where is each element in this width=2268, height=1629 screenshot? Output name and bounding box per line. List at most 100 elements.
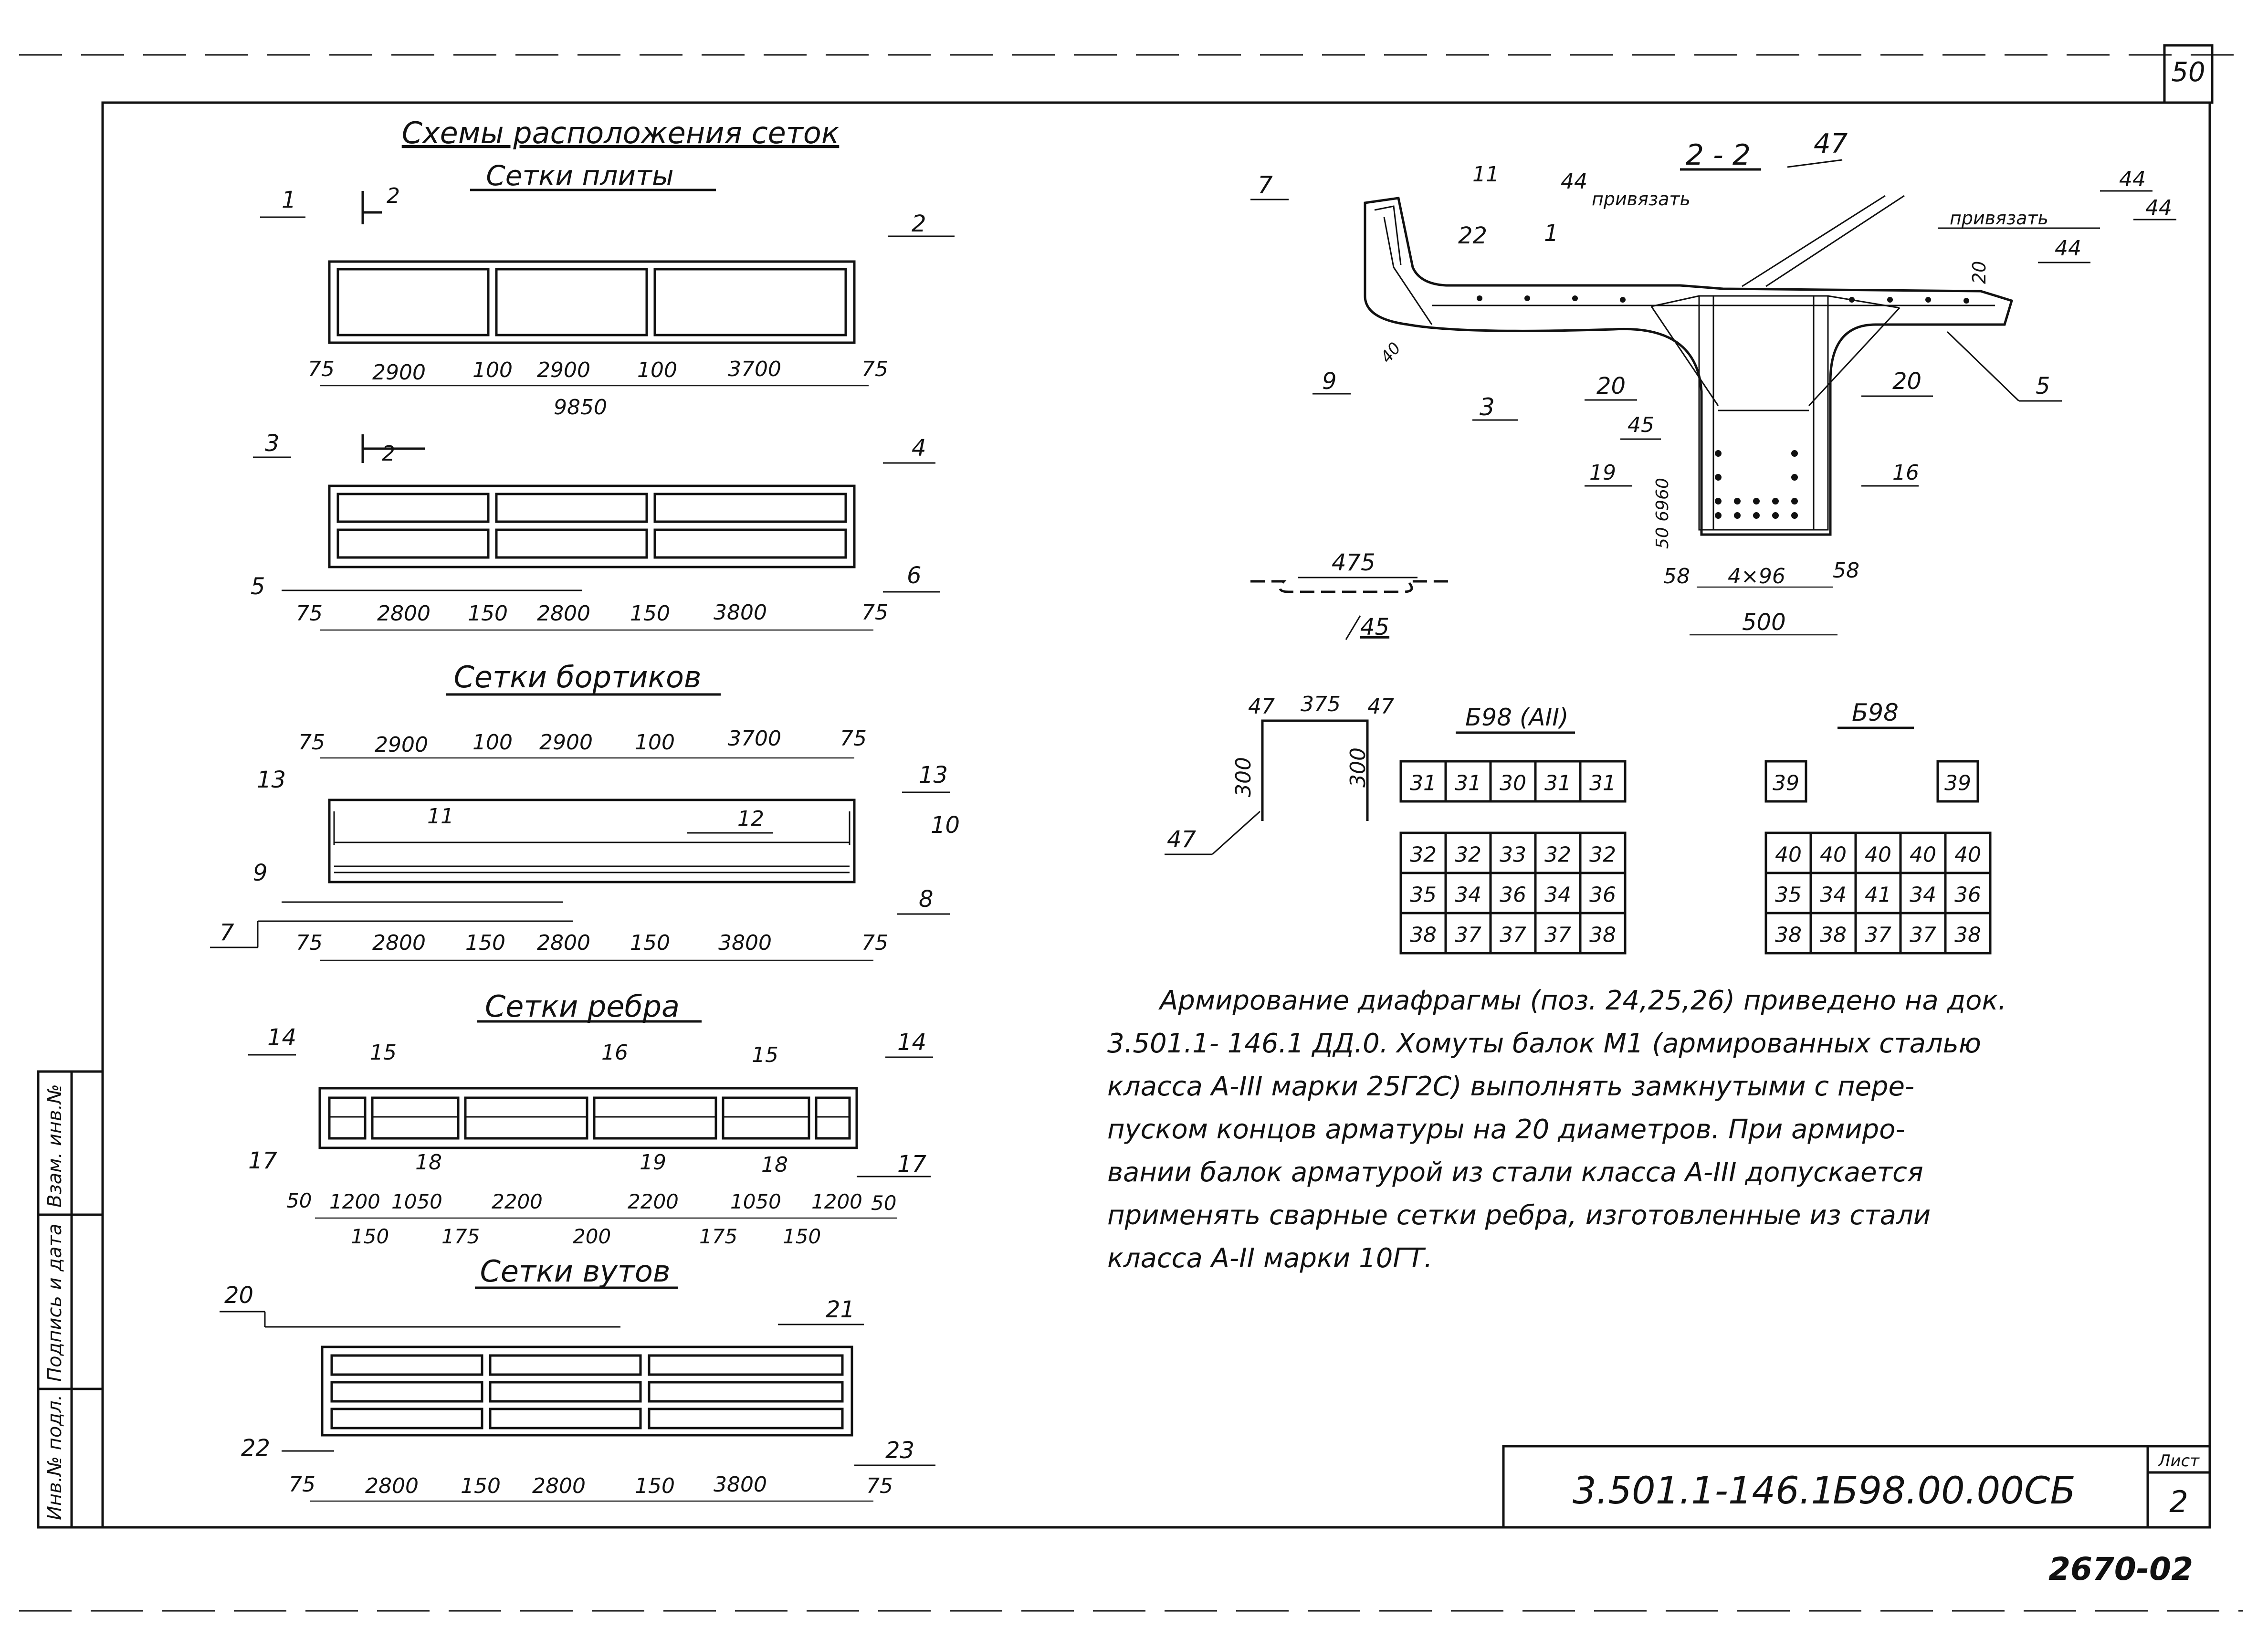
side-label-13a: 13 [257,767,286,793]
slab2-dim-3: 2800 [537,601,590,626]
table-a2-cell: 36 [1589,883,1616,907]
haunch-dim-6: 75 [866,1474,893,1498]
side-bot-dim-3: 2800 [537,931,590,955]
haunch-title: Сетки вутов [480,1254,671,1289]
table-b-top-cell: 39 [1944,771,1971,795]
table-b-cell: 41 [1865,883,1891,907]
table-a2-top-cell: 30 [1500,771,1526,795]
sec-label-16: 16 [1892,461,1919,485]
sec-label-1: 1 [1544,220,1559,247]
sec-label-5: 5 [2036,373,2050,399]
slab-title: Сетки плиты [486,159,673,192]
table-b-cell: 38 [1820,923,1847,947]
slab2-dim-0: 75 [296,601,323,626]
bar47-top: 375 [1301,692,1341,716]
side-top-dim-0: 75 [298,730,325,755]
side-label-11: 11 [427,804,454,829]
rib-label-18b: 18 [761,1153,788,1177]
slab-section-mark-2: 2 [382,441,395,466]
side-mesh-outline [328,799,856,883]
haunch-dim-4: 150 [635,1474,675,1498]
stamp-field-1: Взам. инв.№ [44,1084,66,1208]
slab-label-1: 1 [282,187,296,213]
note-line-1: Армирование диафрагмы (поз. 24,25,26) пр… [1158,985,2006,1016]
bar45-label: 45 [1360,614,1389,641]
haunch-dim-0: 75 [289,1472,315,1497]
rib-top-dim-6: 1200 [811,1190,862,1213]
rib-meshes: Сетки ребра 14 14 15 16 15 17 18 19 18 1… [248,989,933,1248]
slab2-dim-6: 75 [861,600,888,625]
table-b-cell: 36 [1954,883,1981,907]
side-bot-dim-2: 150 [465,931,505,955]
slab1-dim-4: 100 [637,358,677,382]
table-a2-cell: 32 [1544,842,1571,867]
rib-top-dim-4: 2200 [628,1190,679,1213]
mark-code: Б98.00.00СБ [1833,1470,2076,1513]
slab-mesh-1-outline [328,260,856,344]
slab1-dim-1: 2900 [372,360,426,385]
rib-bot-dim-4: 150 [783,1225,821,1248]
slab1-dim-2: 100 [472,358,513,382]
haunch-label-20: 20 [224,1282,253,1309]
table-a2-cell: 34 [1455,883,1481,907]
table-a2-title: Б98 (АII) [1465,704,1569,731]
sec-label-47: 47 [1814,128,1848,159]
side-label-10: 10 [931,812,960,839]
slab-label-2: 2 [912,210,926,237]
rib-bot-dim-0: 150 [351,1225,389,1248]
table-a2-cell: 37 [1455,923,1481,947]
table-a2-cell: 36 [1500,883,1526,907]
side-stamp: Взам. инв.№ Подпись и дата Инв.№ подл. [37,1070,104,1529]
rib-title: Сетки ребра [485,989,680,1024]
sec-label-20-top: 20 [1969,261,1990,284]
haunch-mesh-outline [321,1345,853,1437]
table-b-cell: 40 [1954,842,1981,867]
side-meshes: Сетки бортиков 75 2900 100 2900 100 3700… [210,660,960,961]
rib-top-dim-0: 50 [286,1189,312,1212]
sec-label-vert-dims: 50 6960 [1653,478,1672,549]
beam-section-outline [1364,197,2014,536]
side-bot-dim-6: 75 [861,931,888,955]
side-top-dim-5: 3700 [728,726,781,751]
table-b-top-cell: 39 [1773,771,1799,795]
table-a2-cell: 38 [1589,923,1616,947]
sec-label-44b: 44 [2119,167,2146,191]
rib-top-dim-1: 1200 [329,1190,380,1213]
table-a2-cell: 32 [1589,842,1616,867]
side-top-dim-1: 2900 [375,733,428,757]
table-a2-cell: 37 [1544,923,1571,947]
table-a2-cell: 35 [1410,883,1437,907]
side-top-dim-3: 2900 [539,730,593,755]
sec-label-22: 22 [1458,222,1487,249]
haunch-label-23: 23 [885,1437,914,1464]
slab-mesh-2-outline [328,484,856,568]
sec-label-44c: 44 [2145,196,2172,220]
side-top-dim-6: 75 [840,726,867,751]
sec-label-9: 9 [1322,368,1337,395]
side-label-13b: 13 [919,762,948,788]
sec-label-tie-a: привязать [1592,189,1690,210]
bar45-dim: 475 [1332,549,1376,576]
table-b-cell: 34 [1820,883,1847,907]
side-top-dim-2: 100 [472,730,513,755]
rebar-dots [1477,295,1969,519]
haunch-dim-2: 150 [461,1474,501,1498]
table-b-cell: 40 [1775,842,1802,867]
table-b-cell: 37 [1910,923,1936,947]
note-line-5: вании балок арматурой из стали класса А-… [1107,1157,1923,1188]
bar-47: 47 375 47 300 300 47 [1165,692,1394,855]
sec-bot-dim-2: 58 [1833,558,1859,583]
side-label-9: 9 [253,860,268,886]
doc-code: 3.501.1-146.1 [1573,1470,1835,1513]
sheet-number-box [2163,44,2214,104]
sheet-label: Лист [2157,1451,2200,1471]
bar47-end-right: 47 [1367,694,1394,719]
side-title: Сетки бортиков [454,660,702,694]
rib-top-dim-5: 1050 [730,1190,781,1213]
side-bot-dim-5: 3800 [718,931,772,955]
archive-code: 2670-02 [2048,1551,2193,1587]
sec-label-tie-b: привязать [1950,208,2048,229]
table-a2-top-cell: 31 [1589,771,1616,795]
side-bot-dim-0: 75 [296,931,323,955]
